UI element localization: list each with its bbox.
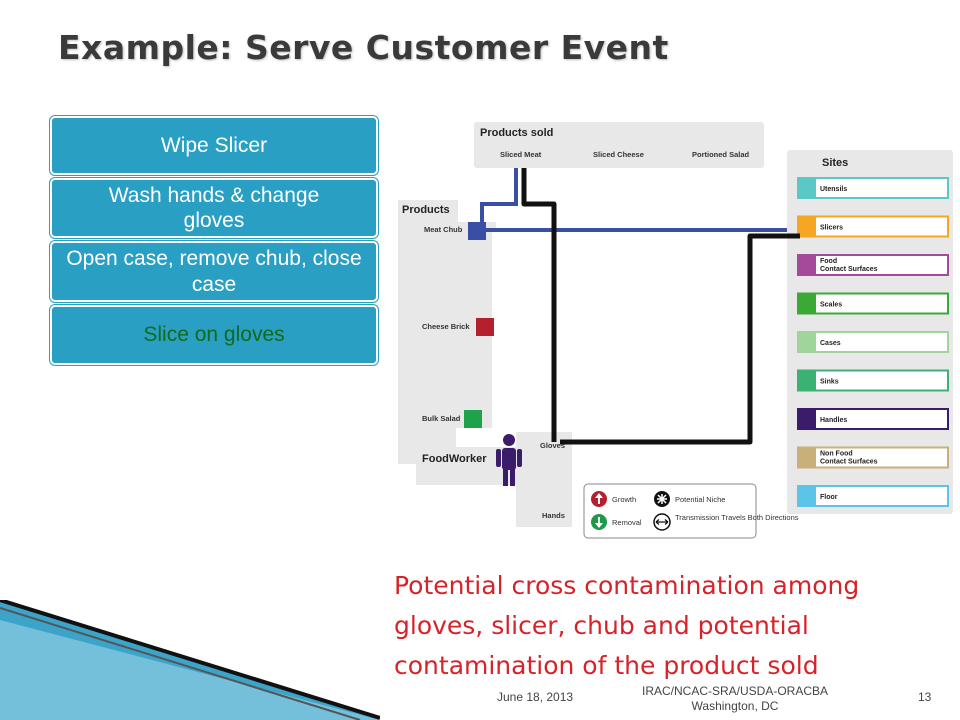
site-label: Food (820, 258, 837, 265)
hands-label: Hands (542, 511, 565, 520)
niche-icon (654, 491, 670, 507)
site-color-swatch (798, 332, 816, 352)
site-label: Handles (820, 417, 847, 424)
bulk-salad-marker (464, 410, 482, 428)
sites-header: Sites (822, 157, 848, 169)
legend-box (583, 483, 757, 539)
legend-removal: Removal (612, 518, 642, 527)
site-item: Slicers (797, 215, 949, 238)
products-panel (398, 200, 496, 464)
site-item: Sinks (797, 369, 949, 392)
products-sold-header: Products sold (480, 127, 553, 139)
gloves-label: Gloves (540, 441, 565, 450)
site-label: Contact Surfaces (820, 459, 878, 466)
site-color-swatch (798, 447, 816, 468)
contamination-note: Potential cross contamination among glov… (394, 571, 860, 680)
site-color-swatch (798, 370, 816, 391)
step-slice-on-gloves: Slice on gloves (50, 305, 378, 365)
person-icon (496, 434, 522, 486)
product-bulk-salad: Bulk Salad (422, 414, 461, 423)
site-item: Utensils (797, 177, 949, 199)
legend-transmission: Transmission Travels Both Directions (675, 513, 799, 522)
site-color-swatch (798, 409, 816, 429)
site-color-swatch (798, 486, 816, 506)
site-color-swatch (798, 255, 816, 275)
cheese-brick-marker (476, 318, 494, 336)
contamination-diagram: Products sold Sliced Meat Sliced Cheese … (398, 122, 953, 539)
site-label: Cases (820, 340, 841, 347)
corner-decoration (0, 600, 380, 720)
sold-item-sliced-meat: Sliced Meat (500, 150, 542, 159)
meat-sold-line (480, 168, 518, 224)
removal-icon (591, 514, 607, 530)
legend-niche: Potential Niche (675, 495, 725, 504)
meat-chub-marker (468, 222, 486, 240)
sold-item-portioned-salad: Portioned Salad (692, 150, 750, 159)
site-label: Utensils (820, 186, 847, 193)
slide-title: Example: Serve Customer Event (58, 28, 669, 67)
site-item: Scales (797, 292, 949, 315)
product-meat-chub: Meat Chub (424, 225, 463, 234)
site-label: Scales (820, 302, 842, 309)
growth-icon (591, 491, 607, 507)
site-label: Floor (820, 494, 838, 501)
product-cheese-brick: Cheese Brick (422, 322, 470, 331)
site-item: Cases (797, 331, 949, 353)
site-label: Contact Surfaces (820, 266, 878, 273)
step-wipe-slicer: Wipe Slicer (50, 116, 378, 175)
site-color-swatch (798, 216, 816, 237)
site-item: Floor (797, 485, 949, 507)
site-label: Non Food (820, 451, 853, 458)
site-color-swatch (798, 178, 816, 198)
step-wash-hands: Wash hands & change gloves (50, 178, 378, 238)
site-label: Slicers (820, 225, 843, 232)
site-item: Handles (797, 408, 949, 430)
footer-date: June 18, 2013 (497, 690, 574, 704)
products-header: Products (402, 204, 450, 216)
legend-growth: Growth (612, 495, 636, 504)
site-label: Sinks (820, 379, 839, 386)
foodworker-label: FoodWorker (422, 453, 487, 465)
slide-number: 13 (918, 690, 932, 704)
foodworker-gloves-hands-panel (516, 432, 572, 527)
sold-item-sliced-cheese: Sliced Cheese (593, 150, 644, 159)
gloves-to-slicers-line (560, 233, 800, 445)
gloves-to-sold-line (521, 168, 557, 442)
transmission-icon (653, 513, 671, 531)
step-open-case: Open case, remove chub, close case (50, 241, 378, 302)
site-color-swatch (798, 293, 816, 314)
